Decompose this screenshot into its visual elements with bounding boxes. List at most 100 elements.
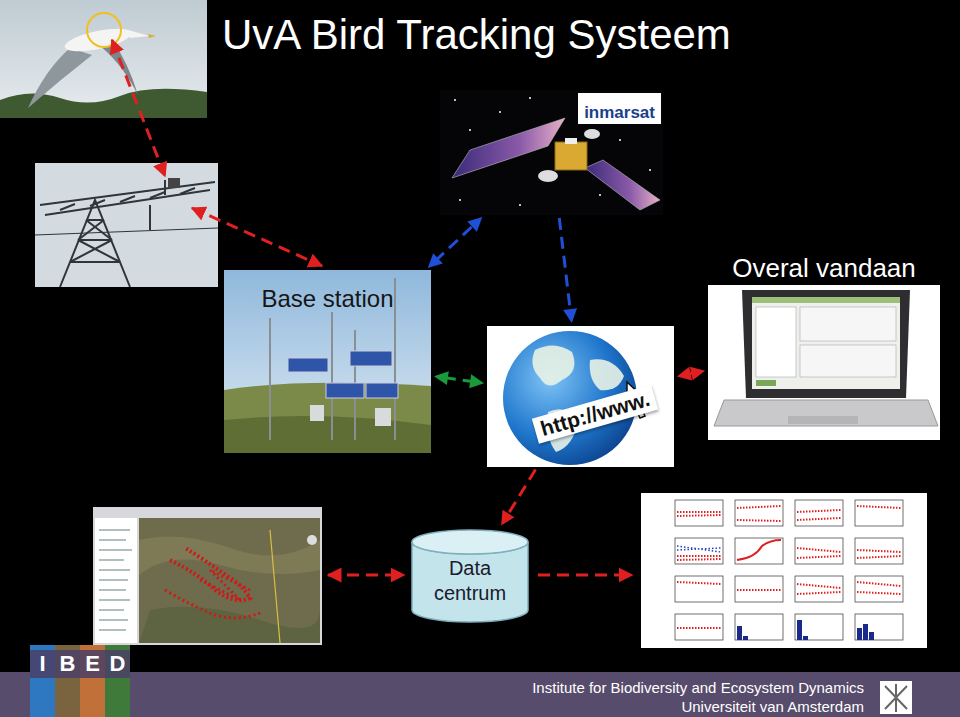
- base-station-photo: [224, 270, 431, 453]
- map-screenshot-part-part: [99, 579, 128, 581]
- satellite-picture-part: [555, 142, 587, 170]
- chart-panel-part-part: [735, 538, 783, 564]
- map-screenshot-part: [99, 530, 132, 630]
- base-station-photo-part: [350, 351, 392, 366]
- satellite-picture-part-part: [454, 99, 456, 101]
- laptop-picture-part: [800, 307, 896, 341]
- chart-panel-part: [737, 540, 781, 560]
- laptop-picture-part: [752, 297, 900, 389]
- flow-arrow-part: [112, 40, 165, 176]
- chart-panel-part-part: [857, 506, 901, 508]
- satellite-node: inmarsat: [440, 90, 663, 215]
- chart-panel-part-part: [797, 584, 841, 594]
- dashed-connector: [434, 371, 484, 388]
- base-station-photo-part: [310, 405, 324, 421]
- laptop-picture-part: [708, 285, 940, 440]
- chart-panel-part-part: [735, 614, 783, 640]
- laptop-picture-part: [752, 297, 900, 303]
- connector-line: [506, 470, 535, 517]
- satellite-picture-part-part: [459, 199, 461, 201]
- pylon-photo-part-part: [35, 228, 218, 235]
- footer-text: Institute for Biodiversity and Ecosystem…: [532, 678, 864, 716]
- chart-panel-part: [677, 506, 901, 628]
- map-screenshot-part-part: [99, 529, 130, 531]
- pylon-photo-part-part: [60, 200, 130, 287]
- map-screenshot-part: [95, 518, 137, 643]
- chart-panel-part-part: [795, 538, 843, 564]
- arrow-head: [434, 371, 449, 385]
- globe-picture-part: [532, 345, 574, 385]
- dashed-connector: [677, 367, 705, 381]
- slide-title: UvA Bird Tracking Systeem: [222, 10, 731, 60]
- arrow-head: [563, 308, 577, 323]
- chart-panel-part-part: [797, 548, 841, 558]
- satellite-picture-part: [538, 170, 558, 182]
- node-label: Base station: [261, 284, 393, 314]
- laptop-picture: [708, 285, 940, 440]
- pylon-photo-part: [35, 180, 218, 287]
- flow-arrow-part: [328, 574, 404, 577]
- laptop-picture-part: [742, 290, 910, 398]
- map-screenshot-part: [139, 518, 320, 643]
- logo-letter: D: [105, 651, 130, 677]
- gull-photo-part: [0, 0, 207, 118]
- laptop-picture-part: [800, 345, 896, 377]
- base-station-photo-part: [224, 383, 431, 453]
- flow-arrow-part: [538, 574, 632, 577]
- map-screenshot-part: [165, 570, 262, 618]
- laptop-picture-part: [756, 380, 776, 386]
- map-screenshot-part-part: [99, 629, 126, 631]
- connector-line: [559, 218, 570, 313]
- chart-panel-part-part: [677, 627, 721, 629]
- footer-band: [0, 645, 960, 717]
- chart-panel-part-part: [863, 624, 868, 640]
- arrow-head: [677, 367, 692, 381]
- chart-panel-part-part: [795, 500, 843, 526]
- pylon-photo-part: [35, 163, 218, 287]
- chart-panel-part-part: [855, 538, 903, 564]
- footer-line: Institute for Biodiversity and Ecosystem…: [532, 678, 864, 697]
- map-screenshot-part-part: [99, 559, 124, 561]
- footer-line: Universiteit van Amsterdam: [532, 697, 864, 716]
- connector-line: [435, 224, 475, 261]
- arrow-head: [501, 510, 514, 526]
- gull-photo-part: [128, 30, 150, 38]
- map-screenshot-part: [139, 607, 320, 643]
- map-screenshot-part-part: [99, 589, 126, 591]
- chart-panel-part-part: [737, 589, 781, 591]
- dashed-connector: [559, 218, 577, 323]
- chart-panel-part-part: [795, 576, 843, 602]
- node-label: Data centrum: [422, 556, 518, 606]
- chart-panel-part-part: [675, 576, 723, 602]
- node-label: http://www.: [532, 384, 659, 443]
- satellite-picture-part-part: [649, 169, 651, 171]
- chart-panel-part-part: [675, 538, 723, 564]
- logo-letter: E: [80, 651, 105, 677]
- chart-panel-part: [641, 493, 927, 648]
- chart-panel-part-part: [737, 626, 742, 640]
- chart-panel-part-part: [735, 500, 783, 526]
- satellite-picture-part-part: [529, 97, 531, 99]
- globe-picture-part: [590, 359, 624, 390]
- title-wrap: UvA Bird Tracking Systeem: [222, 10, 731, 60]
- logo-letters: IBED: [30, 651, 130, 677]
- base-station-photo-part: [375, 408, 391, 426]
- satellite-picture-part: [452, 118, 565, 178]
- node-label: inmarsat: [578, 93, 661, 124]
- flow-arrow: [112, 40, 632, 575]
- map-screenshot: [93, 507, 322, 645]
- chart-panel-part-part: [795, 614, 843, 640]
- footer-band-part: [30, 650, 130, 678]
- chart-panel-part-part: [797, 510, 841, 520]
- chart-panel-part-part: [803, 636, 808, 640]
- chart-panel-part-part: [677, 556, 721, 560]
- gull-photo-part: [148, 34, 156, 38]
- dashed-connector: [501, 470, 535, 526]
- logo-letter: I: [30, 651, 55, 677]
- base-station-photo-part: [288, 358, 328, 372]
- chart-panel-part-part: [735, 576, 783, 602]
- arrow-head: [428, 253, 443, 268]
- base-station-photo-part: [224, 270, 431, 453]
- chart-panel-part-part: [855, 500, 903, 526]
